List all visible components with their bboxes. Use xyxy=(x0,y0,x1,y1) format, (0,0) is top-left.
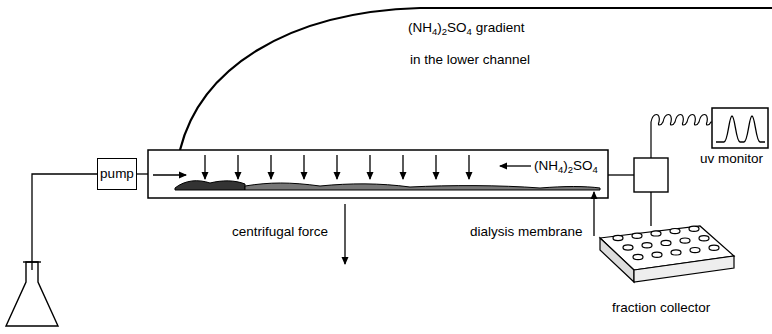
sedimentation-arrow xyxy=(303,155,304,179)
sedimentation-arrow xyxy=(402,155,403,179)
tube-hole xyxy=(661,240,671,245)
sample-band xyxy=(175,181,600,190)
tube-hole xyxy=(632,233,642,238)
node-text: pump xyxy=(100,166,134,182)
outlet-tube xyxy=(608,174,634,175)
pump-outlet-tube xyxy=(137,173,148,174)
detector-cell xyxy=(634,158,668,192)
tube-hole xyxy=(652,252,662,257)
separation-channel xyxy=(148,150,608,198)
sedimentation-arrow xyxy=(468,155,469,179)
flow-arrow xyxy=(153,174,186,175)
membrane-label: dialysis membrane xyxy=(470,224,583,240)
force-label: centrifugal force xyxy=(232,224,328,240)
sedimentation-arrow xyxy=(237,155,238,179)
sedimentation-arrows xyxy=(205,155,469,179)
buffer-label: (NH4)2SO4 xyxy=(534,158,598,174)
sedimentation-arrow xyxy=(336,155,337,179)
sedimentation-arrow xyxy=(435,155,436,179)
tube-hole xyxy=(671,250,681,255)
buffer-flow-arrow xyxy=(500,165,531,166)
drop-tube xyxy=(650,192,651,226)
sedimentation-arrow xyxy=(204,155,205,179)
chromatogram-trace xyxy=(716,116,765,142)
collector-label: fraction collector xyxy=(612,300,710,316)
tube-hole xyxy=(623,245,633,250)
tube-hole xyxy=(613,235,623,240)
gradient-curve xyxy=(180,8,772,150)
sedimentation-arrow xyxy=(270,155,271,179)
fraction-collector-rack xyxy=(600,226,734,282)
tube-hole xyxy=(651,231,661,236)
monitor-label: uv monitor xyxy=(700,151,763,167)
gradient-label: (NH4)2SO4 gradient xyxy=(408,20,524,36)
tube-hole xyxy=(699,236,709,241)
inlet-tube xyxy=(32,174,97,270)
tube-hole xyxy=(690,248,700,253)
uv-monitor-screen xyxy=(712,108,768,148)
tube-hole xyxy=(642,243,652,248)
force-arrow xyxy=(344,204,345,264)
tube-hole xyxy=(633,254,643,259)
membrane-pointer xyxy=(593,192,594,236)
tube-hole xyxy=(680,238,690,243)
gradient-label: in the lower channel xyxy=(410,52,530,68)
pump-box: pump xyxy=(97,158,137,190)
tube-hole xyxy=(670,229,680,234)
flask xyxy=(6,262,58,326)
sedimentation-arrow xyxy=(369,155,370,179)
tube-hole xyxy=(709,245,719,250)
tube-hole xyxy=(689,226,699,231)
